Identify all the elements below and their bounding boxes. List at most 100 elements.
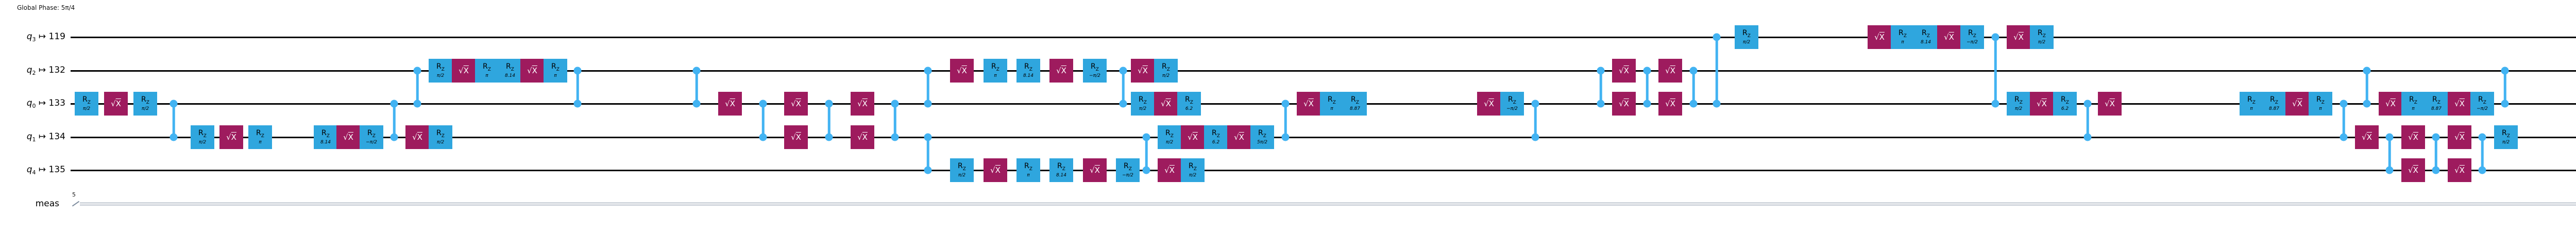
sx-gate: √X bbox=[1083, 158, 1107, 182]
cz-control-dot bbox=[1597, 100, 1605, 108]
cz-line-0 bbox=[172, 104, 175, 137]
cz-line-18 bbox=[1994, 37, 1997, 104]
rz-gate: RZ−π/2 bbox=[1116, 158, 1140, 182]
cz-control-dot bbox=[2501, 67, 2509, 75]
creg-size-label: 5 bbox=[72, 191, 76, 198]
sx-gate: √X bbox=[1181, 125, 1205, 149]
cz-line-6 bbox=[827, 104, 831, 137]
cz-control-dot bbox=[390, 100, 398, 108]
cz-control-dot bbox=[759, 133, 767, 141]
cz-control-dot bbox=[759, 100, 767, 108]
cz-control-dot bbox=[2340, 133, 2348, 141]
cz-line-23 bbox=[2434, 137, 2437, 170]
cz-control-dot bbox=[1713, 33, 1721, 41]
sx-gate: √X bbox=[984, 158, 1007, 182]
cz-line-12 bbox=[1284, 104, 1287, 137]
sx-gate: √X bbox=[1658, 92, 1682, 116]
cz-control-dot bbox=[1142, 133, 1150, 141]
cz-control-dot bbox=[1531, 100, 1539, 108]
sx-gate: √X bbox=[2448, 92, 2471, 116]
cz-control-dot bbox=[2478, 166, 2486, 174]
wire-label-q0: q0 ↦ 133 bbox=[26, 97, 65, 110]
rz-gate: RZ−π/2 bbox=[1960, 25, 1984, 49]
cz-control-dot bbox=[573, 67, 582, 75]
sx-gate: √X bbox=[1131, 59, 1155, 83]
sx-gate: √X bbox=[2448, 158, 2471, 182]
sx-gate: √X bbox=[520, 59, 544, 83]
sx-gate: √X bbox=[1227, 125, 1251, 149]
cz-control-dot bbox=[891, 100, 899, 108]
sx-gate: √X bbox=[219, 125, 243, 149]
cz-control-dot bbox=[924, 100, 932, 108]
qubit-wire-q1 bbox=[71, 136, 2576, 138]
sx-gate: √X bbox=[1612, 92, 1636, 116]
sx-gate: √X bbox=[405, 125, 429, 149]
cz-control-dot bbox=[1531, 133, 1539, 141]
cz-control-dot bbox=[1119, 100, 1127, 108]
sx-gate: √X bbox=[851, 92, 874, 116]
rz-gate: RZ−π/2 bbox=[360, 125, 383, 149]
sx-gate: √X bbox=[2098, 92, 2122, 116]
sx-gate: √X bbox=[452, 59, 476, 83]
cz-control-dot bbox=[2083, 100, 2092, 108]
global-phase-label: Global Phase: 5π/4 bbox=[17, 4, 75, 11]
cz-control-dot bbox=[2083, 133, 2092, 141]
cz-line-10 bbox=[1122, 71, 1125, 104]
sx-gate: √X bbox=[1612, 59, 1636, 83]
cz-line-16 bbox=[1692, 71, 1695, 104]
cz-control-dot bbox=[924, 166, 932, 174]
cz-line-22 bbox=[2388, 137, 2391, 170]
cz-control-dot bbox=[1643, 100, 1651, 108]
qubit-wire-q4 bbox=[71, 169, 2576, 171]
sx-gate: √X bbox=[1937, 25, 1961, 49]
cz-line-20 bbox=[2342, 104, 2345, 137]
sx-gate: √X bbox=[1154, 92, 1178, 116]
rz-gate: RZ−π/2 bbox=[1500, 92, 1524, 116]
sx-gate: √X bbox=[950, 59, 974, 83]
sx-gate: √X bbox=[2401, 125, 2425, 149]
cz-line-25 bbox=[2503, 71, 2506, 104]
rz-gate: RZ−π/2 bbox=[2470, 92, 2494, 116]
cz-control-dot bbox=[1281, 133, 1290, 141]
sx-gate: √X bbox=[784, 92, 808, 116]
sx-gate: √X bbox=[104, 92, 128, 116]
sx-gate: √X bbox=[784, 125, 808, 149]
sx-gate: √X bbox=[851, 125, 874, 149]
cz-control-dot bbox=[825, 100, 833, 108]
cz-control-dot bbox=[924, 67, 932, 75]
sx-gate: √X bbox=[2379, 92, 2402, 116]
cz-control-dot bbox=[390, 133, 398, 141]
sx-gate: √X bbox=[718, 92, 742, 116]
cz-control-dot bbox=[1991, 33, 1999, 41]
cz-control-dot bbox=[2363, 100, 2371, 108]
sx-gate: √X bbox=[2355, 125, 2379, 149]
cz-control-dot bbox=[1643, 67, 1651, 75]
sx-gate: √X bbox=[1658, 59, 1682, 83]
cz-control-dot bbox=[1689, 100, 1698, 108]
cz-control-dot bbox=[2385, 166, 2394, 174]
sx-gate: √X bbox=[336, 125, 360, 149]
